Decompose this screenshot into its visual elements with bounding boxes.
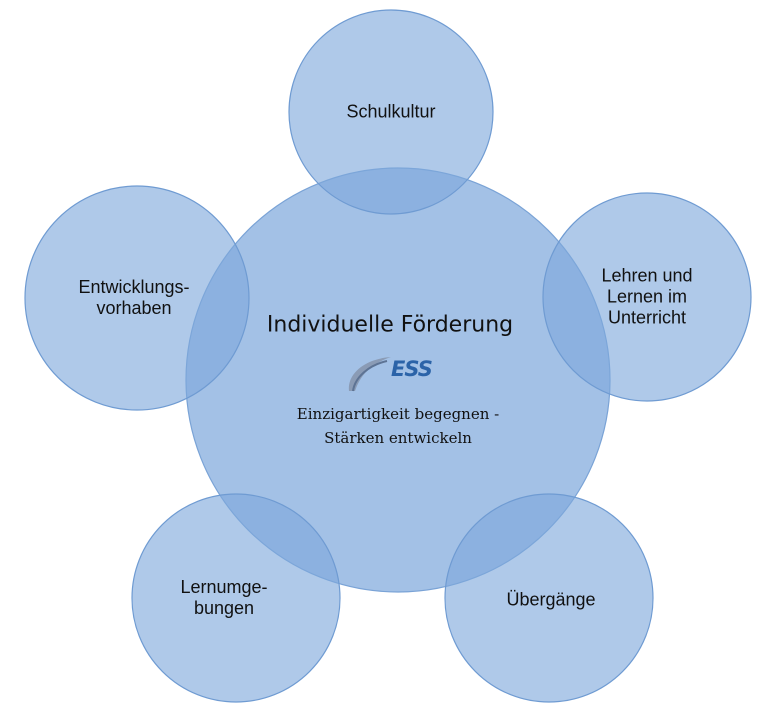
circle-lernumgebungen [131, 493, 341, 703]
circle-entwicklungsvorhaben [24, 185, 250, 411]
label-entwicklungsvorhaben: Entwicklungs- vorhaben [78, 277, 190, 318]
ess-logo: ESS [343, 353, 433, 395]
center-title: Individuelle Förderung [266, 312, 514, 338]
label-schulkultur: Schulkultur [346, 101, 436, 122]
logo-text: ESS [391, 357, 433, 381]
circle-lehren-lernen [542, 192, 752, 402]
circle-schulkultur [288, 9, 494, 215]
center-subtitle: Einzigartigkeit begegnen - Stärken entwi… [296, 405, 500, 447]
circle-uebergaenge [444, 493, 654, 703]
label-lehren-lernen: Lehren und Lernen im Unterricht [601, 265, 693, 328]
label-uebergaenge: Übergänge [506, 589, 596, 610]
logo-swoosh-icon [348, 357, 391, 392]
label-lernumgebungen: Lernumge- bungen [180, 577, 268, 618]
